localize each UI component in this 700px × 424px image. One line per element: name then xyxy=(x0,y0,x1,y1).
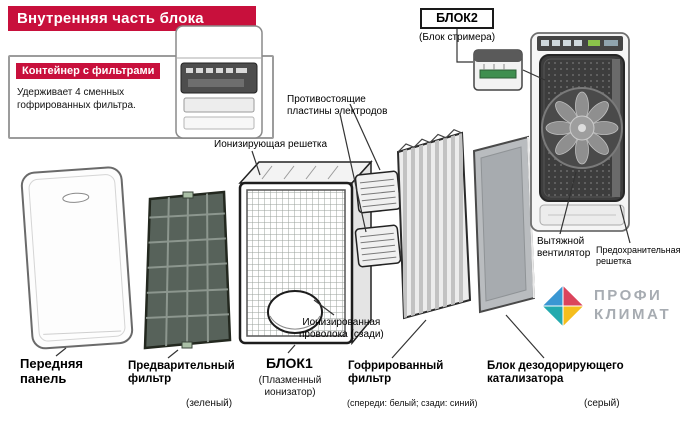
front-panel-drawing xyxy=(20,166,134,350)
label-electrode-plates: Противостоящие пластины электродов xyxy=(287,94,388,117)
electrode-plates-drawing xyxy=(354,170,402,268)
control-panel-buttons xyxy=(541,40,618,46)
filter-container-callout: Контейнер с фильтрами Удерживает 4 сменн… xyxy=(8,55,274,139)
block2-label-box: БЛОК2 xyxy=(420,8,494,29)
label-safety-grid: Предохранительная решетка xyxy=(596,245,681,266)
watermark-text: ПРОФИ КЛИМАТ xyxy=(594,287,671,325)
label-corrugated-filter-colors: (спереди: белый; сзади: синий) xyxy=(347,398,478,408)
watermark-logo: ПРОФИ КЛИМАТ xyxy=(540,283,671,329)
page-title: Внутренняя часть блока xyxy=(8,6,256,31)
label-block1: БЛОК1 xyxy=(266,355,313,371)
corrugated-filter-drawing xyxy=(396,129,472,320)
filter-container-callout-title: Контейнер с фильтрами xyxy=(16,63,161,79)
block2-sublabel: (Блок стримера) xyxy=(419,32,496,43)
label-prefilter: Предварительный фильтр xyxy=(128,360,235,386)
label-corrugated-filter: Гофрированный фильтр xyxy=(348,360,444,386)
prefilter-drawing xyxy=(143,190,232,350)
label-ionized-wire: Ионизированная проволока (сзади) xyxy=(299,317,384,340)
catalyst-drawing xyxy=(472,135,536,314)
label-front-panel: Передняя панель xyxy=(20,356,84,386)
main-unit-drawing xyxy=(530,32,630,232)
block1-drawing xyxy=(238,160,373,346)
block2-label: БЛОК2 xyxy=(436,11,478,25)
label-exhaust-fan: Вытяжной вентилятор xyxy=(537,236,591,259)
diamond-logo-icon xyxy=(540,283,586,329)
watermark-line2: КЛИМАТ xyxy=(594,306,672,323)
watermark-line1: ПРОФИ xyxy=(594,287,663,305)
fan-blades xyxy=(545,91,619,165)
label-catalyst-color: (серый) xyxy=(584,398,620,409)
label-prefilter-color: (зеленый) xyxy=(186,398,233,409)
label-block1-sub: (Плазменный ионизатор) xyxy=(258,375,322,398)
label-ionizing-grid: Ионизирующая решетка xyxy=(214,139,328,150)
label-catalyst: Блок дезодорирующего катализатора xyxy=(487,360,624,386)
streamer-unit-drawing xyxy=(473,49,523,91)
filter-container-callout-desc: Удерживает 4 сменных гофрированных фильт… xyxy=(17,87,136,111)
